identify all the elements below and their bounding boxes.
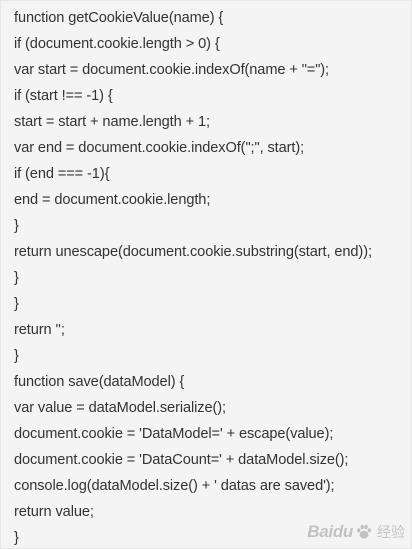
code-line-6: var end = document.cookie.indexOf(";", s… — [14, 140, 305, 156]
code-line-16: var value = dataModel.serialize(); — [14, 400, 226, 416]
code-line-17: document.cookie = 'DataModel=' + escape(… — [14, 426, 334, 442]
baidu-watermark: Baidu 经验 — [307, 522, 405, 542]
code-line-1: function getCookieValue(name) { — [14, 10, 224, 26]
code-line-19: console.log(dataModel.size() + ' datas a… — [14, 478, 335, 494]
code-line-12: } — [14, 296, 19, 312]
code-line-5: start = start + name.length + 1; — [14, 114, 210, 130]
watermark-logo-text: Baidu — [307, 522, 353, 541]
code-line-13: return ''; — [14, 322, 65, 338]
code-line-11: } — [14, 270, 19, 286]
watermark-sub-text: 经验 — [377, 524, 405, 540]
code-line-3: var start = document.cookie.indexOf(name… — [14, 62, 330, 78]
code-line-20: return value; — [14, 504, 94, 520]
code-line-14: } — [14, 348, 19, 364]
code-line-15: function save(dataModel) { — [14, 374, 185, 390]
code-line-7: if (end === -1){ — [14, 166, 110, 182]
code-line-9: } — [14, 218, 19, 234]
baidu-paw-icon — [357, 524, 372, 539]
code-line-21: } — [14, 530, 19, 546]
code-line-18: document.cookie = 'DataCount=' + dataMod… — [14, 452, 349, 468]
code-line-8: end = document.cookie.length; — [14, 192, 211, 208]
code-line-10: return unescape(document.cookie.substrin… — [14, 244, 372, 260]
code-line-2: if (document.cookie.length > 0) { — [14, 36, 220, 52]
code-line-4: if (start !== -1) { — [14, 88, 113, 104]
